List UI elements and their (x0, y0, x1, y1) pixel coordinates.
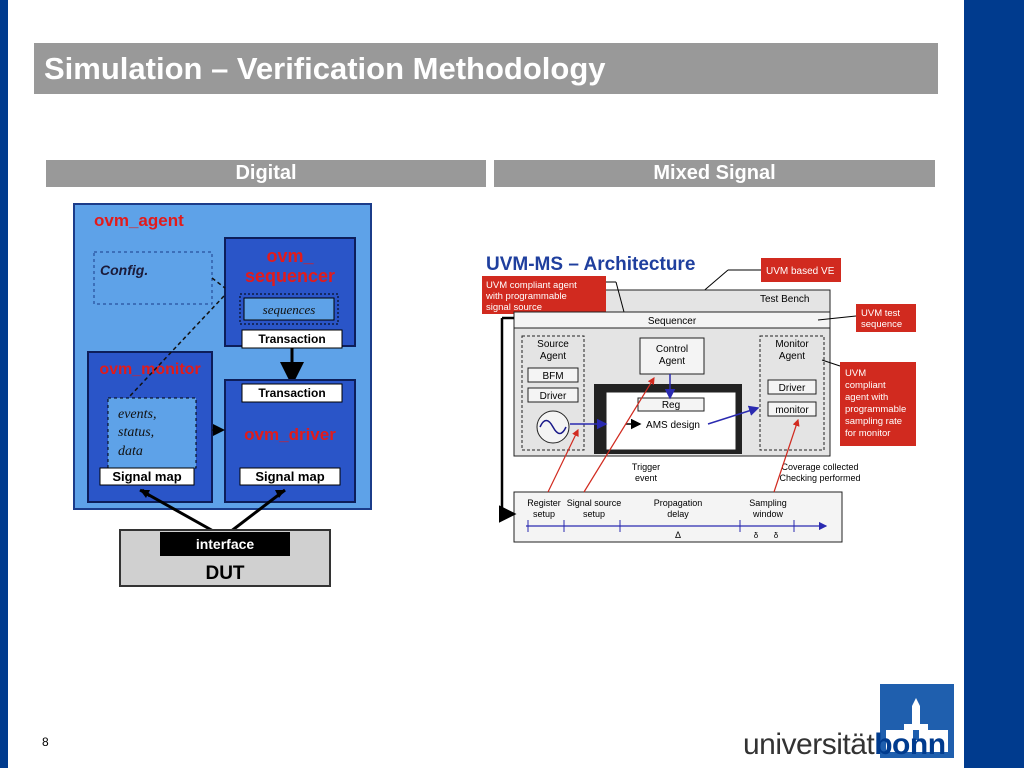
callout-test-line2: sequence (861, 319, 902, 330)
driver-left-box (527, 387, 579, 403)
callout-agent-line2: with programmable (485, 291, 567, 302)
control-agent-line2: Agent (659, 356, 685, 367)
driver-right-label: Driver (779, 383, 806, 394)
ovm-events-line3: data (118, 444, 143, 459)
timeline-sampling-line2: window (752, 509, 784, 519)
timeline-signal-line1: Signal source (567, 498, 622, 508)
monitor-label: monitor (775, 405, 809, 416)
timeline-delta-small-1: δ (754, 531, 759, 540)
ovm-driver-label: ovm_driver (244, 425, 336, 444)
callout-test-line1: UVM test (861, 308, 900, 319)
ovm-sequences-box (239, 293, 339, 325)
callout-agent (482, 276, 606, 314)
trigger-line1: Trigger (632, 462, 660, 472)
ovm-transaction-top-label: Transaction (258, 332, 325, 346)
ovm-monitor-label: ovm_monitor (99, 361, 200, 378)
timeline-prop-line2: delay (667, 509, 689, 519)
test-bench-label: Test Bench (760, 294, 809, 305)
callout-monitor-line3: agent with (845, 392, 888, 403)
callout-agent-line3: signal source (486, 302, 542, 313)
sequencer-bar (513, 311, 831, 329)
slide-title: Simulation – Verification Methodology (34, 43, 938, 94)
source-agent-line1: Source (537, 339, 569, 350)
ovm-config-label: Config. (100, 262, 148, 278)
callout-monitor-line4: programmable (845, 404, 906, 415)
coverage-line1: Coverage collected (781, 462, 858, 472)
callout-agent-line1: UVM compliant agent (486, 280, 577, 291)
column-header-digital: Digital (46, 160, 486, 187)
driver-right-box (767, 379, 817, 395)
timeline-delta: Δ (675, 530, 681, 540)
sequencer-label: Sequencer (648, 316, 697, 327)
control-agent-line1: Control (656, 344, 688, 355)
interface-label: interface (196, 536, 255, 552)
control-agent-box (639, 337, 705, 375)
logo-text-bold: bonn (874, 728, 946, 761)
timeline-box (513, 491, 843, 543)
ovm-signal-map-left (99, 467, 195, 486)
timeline-signal-line2: setup (583, 509, 605, 519)
ovm-events-box (107, 397, 197, 469)
callout-monitor (840, 362, 916, 446)
uvm-title: UVM-MS – Architecture (486, 254, 695, 275)
monitor-agent-line2: Agent (779, 351, 805, 362)
building-icon (886, 698, 948, 752)
callout-uvm-ve (761, 258, 841, 282)
ovm-signal-map-right (239, 467, 341, 486)
callout-test-sequence (856, 304, 916, 332)
bfm-label: BFM (542, 371, 563, 382)
timeline-prop-line1: Propagation (654, 498, 703, 508)
sine-wave-icon (539, 419, 567, 435)
interface-box (160, 532, 290, 556)
ovm-architecture-diagram: ovm_agent Config. ovm_ sequencer sequenc… (73, 203, 372, 587)
callout-monitor-line5: sampling rate (845, 416, 902, 427)
ams-design-label: AMS design (646, 420, 700, 431)
callout-monitor-line2: compliant (845, 380, 886, 391)
ovm-transaction-bottom (241, 383, 343, 403)
dut-label: DUT (205, 563, 244, 584)
ovm-sequencer-label-2: sequencer (245, 266, 335, 286)
university-logo-emblem (880, 684, 954, 758)
right-accent-bar (964, 0, 1024, 768)
ovm-events-line2: status, (118, 425, 154, 440)
timeline-delta-small-2: δ (774, 531, 779, 540)
timeline-register-line2: setup (533, 509, 555, 519)
bfm-box (527, 367, 579, 383)
callout-monitor-line6: for monitor (845, 428, 890, 439)
ovm-sequencer-label-1: ovm_ (266, 246, 314, 266)
uvm-ms-architecture-diagram: UVM-MS – Architecture UVM based VE Test … (482, 254, 916, 543)
trigger-line2: event (635, 473, 658, 483)
driver-left-label: Driver (540, 391, 567, 402)
reg-label: Reg (662, 400, 680, 411)
coverage-line2: Checking performed (779, 473, 860, 483)
university-logo-text: universitätbonn (743, 727, 946, 763)
monitor-agent-line1: Monitor (775, 339, 809, 350)
ovm-signal-map-right-label: Signal map (255, 469, 324, 484)
source-agent-line2: Agent (540, 351, 566, 362)
timeline-register-line1: Register (527, 498, 561, 508)
left-accent-bar (0, 0, 8, 768)
ovm-sequencer-box (224, 237, 356, 347)
ovm-sequences-inner (243, 297, 335, 321)
logo-text-plain: universität (743, 728, 875, 761)
timeline-sampling-line1: Sampling (749, 498, 787, 508)
monitor-box (767, 401, 817, 417)
ovm-transaction-bottom-label: Transaction (258, 386, 325, 400)
column-header-mixed-signal: Mixed Signal (494, 160, 935, 187)
ovm-sequences-label: sequences (263, 302, 316, 317)
ovm-agent-label: ovm_agent (94, 211, 184, 230)
ovm-signal-map-left-label: Signal map (112, 469, 181, 484)
page-number: 8 (42, 735, 49, 749)
callout-uvm-ve-label: UVM based VE (766, 266, 835, 277)
callout-monitor-line1: UVM (845, 368, 866, 379)
ovm-events-line1: events, (118, 407, 156, 422)
